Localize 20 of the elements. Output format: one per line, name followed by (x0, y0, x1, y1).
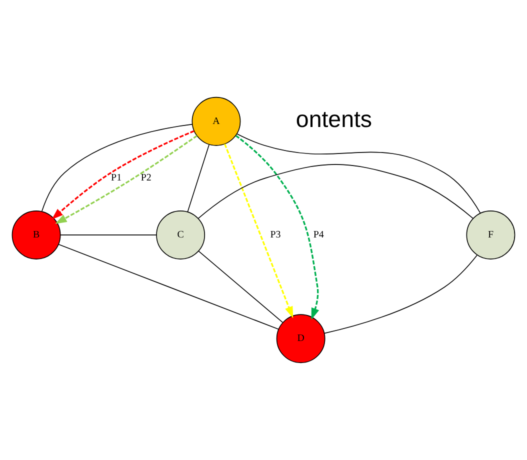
node-circle: F (466, 210, 516, 260)
node-circle: A (192, 96, 241, 146)
arrow (235, 135, 320, 320)
edge-label: P4 (313, 230, 324, 241)
connector (198, 164, 474, 219)
arrow (224, 144, 294, 318)
edge-label: P3 (270, 230, 281, 241)
node-circle: B (12, 210, 61, 260)
connector (187, 144, 210, 212)
edge-label: P2 (140, 172, 152, 184)
node-circle: D (276, 314, 326, 364)
connector (60, 234, 157, 236)
connector (58, 244, 280, 330)
connector (41, 124, 193, 212)
connector (198, 250, 284, 323)
node-circle: C (156, 210, 206, 260)
connector (324, 254, 478, 334)
connector (236, 133, 481, 214)
edge-label: P1 (111, 172, 122, 184)
label: ontents (296, 106, 372, 132)
